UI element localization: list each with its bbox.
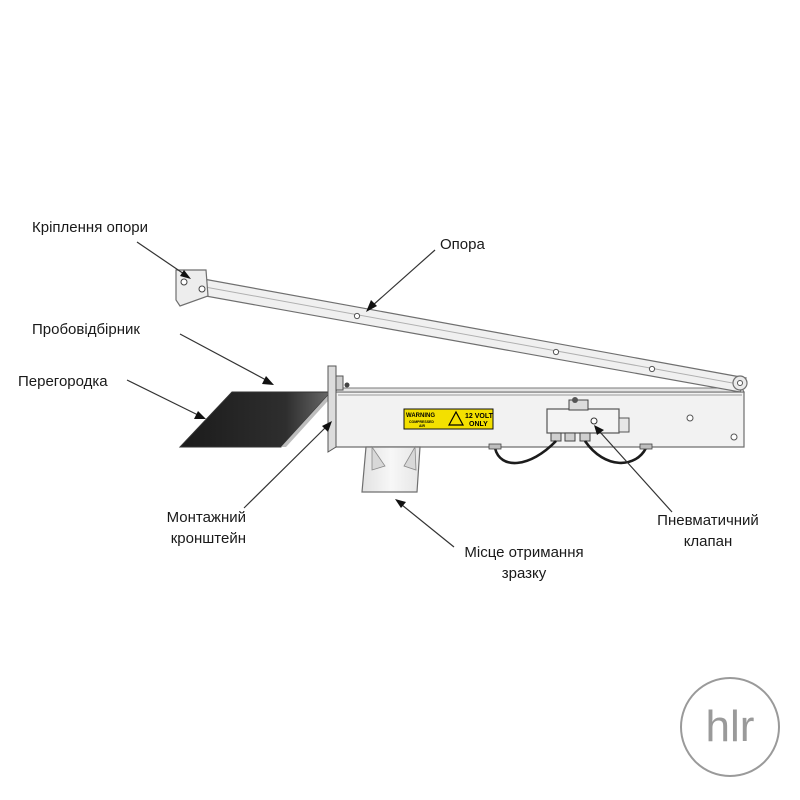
main-housing <box>333 391 745 448</box>
leader-sample-receiver <box>401 504 455 548</box>
arrowhead <box>180 270 191 279</box>
housing-top-face <box>332 387 745 393</box>
support-hinge-pin <box>737 380 743 386</box>
support-arm <box>197 277 747 393</box>
support-arm-hole <box>648 365 656 373</box>
pneumatic-valve-body <box>546 408 620 434</box>
leader-probe <box>179 333 267 381</box>
air-hose <box>583 440 648 465</box>
label-mounting-bracket: кронштейн <box>171 530 246 547</box>
leader-mounting-bracket <box>243 426 327 509</box>
hose-fitting <box>639 443 653 450</box>
warning-subtitle: COMPRESSED <box>409 420 434 424</box>
label-probe: Пробовідбірник <box>32 321 140 338</box>
label-sample-receiver: Місце отримання <box>464 544 583 561</box>
support-arm-hole <box>552 348 560 356</box>
leader-support <box>371 249 436 307</box>
pneumatic-valve-coil <box>568 399 589 411</box>
pneumatic-valve-screw <box>572 397 578 403</box>
arrowhead <box>194 411 206 419</box>
label-pneumatic-valve: клапан <box>684 533 733 550</box>
voltage-text: ONLY <box>469 421 488 428</box>
arrowhead <box>366 300 377 312</box>
support-mount-hole <box>198 285 206 293</box>
support-mount-hole <box>180 278 188 286</box>
arrowhead <box>395 499 406 508</box>
leader-partition <box>126 379 199 416</box>
bracket-bolt <box>344 382 350 388</box>
pneumatic-fitting <box>564 432 576 442</box>
logo-text: hlr <box>706 702 755 751</box>
hlr-logo: hlr <box>680 677 780 777</box>
label-sample-receiver: зразку <box>502 565 547 582</box>
hose-fitting <box>488 443 502 450</box>
leader-pneumatic-valve <box>599 431 673 513</box>
mounting-bracket <box>327 365 337 453</box>
arrowhead <box>322 421 332 432</box>
label-support: Опора <box>440 236 485 253</box>
sample-receiver-fold <box>371 445 386 471</box>
logo-ring <box>680 677 780 777</box>
housing-hole <box>730 433 738 441</box>
label-support-mount: Кріплення опори <box>32 219 148 236</box>
label-pneumatic-valve: Пневматичний <box>657 512 759 529</box>
leader-lines <box>126 241 673 548</box>
support-arm-hole <box>353 312 361 320</box>
warning-subtitle: AIR <box>419 424 426 428</box>
warning-title: WARNING <box>406 413 435 419</box>
air-hose <box>493 440 557 465</box>
leader-support-mount <box>136 241 188 277</box>
voltage-text: 12 VOLT <box>465 413 494 420</box>
probe-shade <box>281 392 336 447</box>
warning-label <box>403 408 494 430</box>
pneumatic-fitting <box>579 432 591 442</box>
pneumatic-valve-screw <box>590 417 598 425</box>
pneumatic-valve-cap <box>618 417 630 433</box>
label-mounting-bracket: Монтажний <box>167 509 246 526</box>
housing-hole <box>686 414 694 422</box>
warning-triangle-icon <box>447 410 465 426</box>
sample-receiver-fold <box>403 445 417 471</box>
support-arm-inner-line <box>204 286 739 385</box>
bracket-tab <box>335 375 344 391</box>
pneumatic-fitting <box>550 432 562 442</box>
label-partition: Перегородка <box>18 373 108 390</box>
arrowhead <box>594 425 604 435</box>
arrowhead <box>262 376 274 385</box>
